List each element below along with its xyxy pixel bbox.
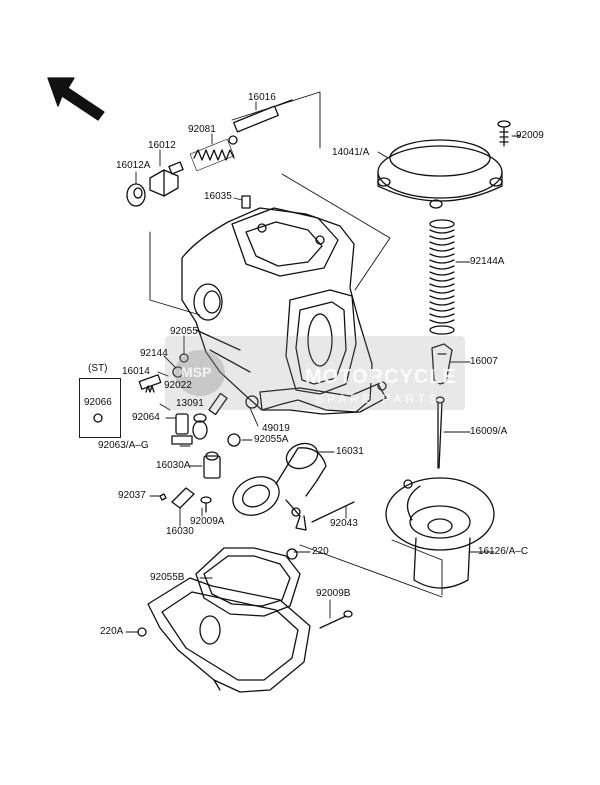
part-92043 [311, 501, 355, 523]
label-92055: 92055 [170, 326, 198, 337]
label-16126AC: 16126/A–C [478, 546, 529, 557]
label-92043: 92043 [330, 518, 358, 529]
label-92009B: 92009B [316, 588, 351, 599]
label-92037: 92037 [118, 490, 146, 501]
float-bowl [147, 577, 311, 693]
part-16014 [138, 374, 162, 393]
part-220 [286, 548, 298, 560]
part-92055B [195, 547, 301, 617]
part-92009A [200, 496, 212, 513]
label-92064: 92064 [132, 412, 160, 423]
label-49019: 49019 [262, 423, 290, 434]
part-16031 [232, 442, 327, 531]
label-16009A: 16009/A [470, 426, 508, 437]
part-92055A [227, 433, 241, 447]
part-49019 [245, 395, 259, 409]
part-16016 [228, 99, 293, 145]
part-92009 [497, 120, 511, 147]
label-92144A: 92144A [470, 256, 505, 267]
part-92022 [172, 366, 184, 378]
part-92066 [93, 413, 103, 423]
label-92144: 92144 [140, 348, 168, 359]
label-92055B: 92055B [150, 572, 185, 583]
bracket-line [391, 539, 443, 561]
watermark: MSP MOTORCYCLE SPARE PARTS [165, 336, 465, 410]
carburetor-body [181, 207, 387, 415]
label-92081: 92081 [188, 124, 216, 135]
label-13091: 13091 [176, 398, 204, 409]
watermark-logo-text: MSP [181, 364, 212, 380]
part-16126AC [385, 477, 495, 589]
label-16030: 16030 [166, 526, 194, 537]
part-13091 [192, 392, 228, 440]
label-220A: 220A [100, 626, 124, 637]
label-14041A: 14041/A [332, 147, 370, 158]
label-92022: 92022 [164, 380, 192, 391]
label-16012A: 16012A [116, 160, 151, 171]
label-16035: 16035 [204, 191, 232, 202]
part-92081-spring [189, 138, 235, 172]
part-16030 [171, 487, 195, 509]
bracket-line [149, 231, 201, 316]
bracket-line [299, 544, 443, 598]
label-92063AG: 92063/A–G [98, 440, 149, 451]
part-16009A [435, 396, 445, 469]
label-16007: 16007 [470, 356, 498, 367]
label-92066: 92066 [84, 397, 112, 408]
part-16012 [149, 161, 184, 197]
part-220A [137, 627, 147, 637]
watermark-title: MOTORCYCLE [305, 366, 457, 388]
label-92055A: 92055A [254, 434, 289, 445]
part-16007 [431, 343, 453, 385]
part-16035 [241, 195, 251, 209]
label-92009A: 92009A [190, 516, 225, 527]
label-16030A: 16030A [156, 460, 191, 471]
part-14041A [377, 139, 503, 209]
part-16012A [126, 183, 146, 207]
bracket-line [231, 91, 321, 149]
part-92064 [171, 413, 193, 445]
label-16016: 16016 [248, 92, 276, 103]
part-92037 [159, 493, 167, 501]
label-st: (ST) [88, 363, 108, 374]
part-92009B [319, 610, 353, 629]
label-220: 220 [312, 546, 329, 557]
watermark-logo [175, 350, 225, 396]
watermark-subtitle: SPARE PARTS [315, 392, 442, 406]
label-16012: 16012 [148, 140, 176, 151]
bracket-line [281, 173, 391, 291]
label-16014: 16014 [122, 366, 150, 377]
front-direction-arrow-icon [47, 77, 105, 121]
label-16031: 16031 [336, 446, 364, 457]
special-tool-box [79, 378, 121, 438]
part-92144A-spring [429, 219, 455, 335]
part-16030A [203, 451, 221, 479]
label-92009: 92009 [516, 130, 544, 141]
